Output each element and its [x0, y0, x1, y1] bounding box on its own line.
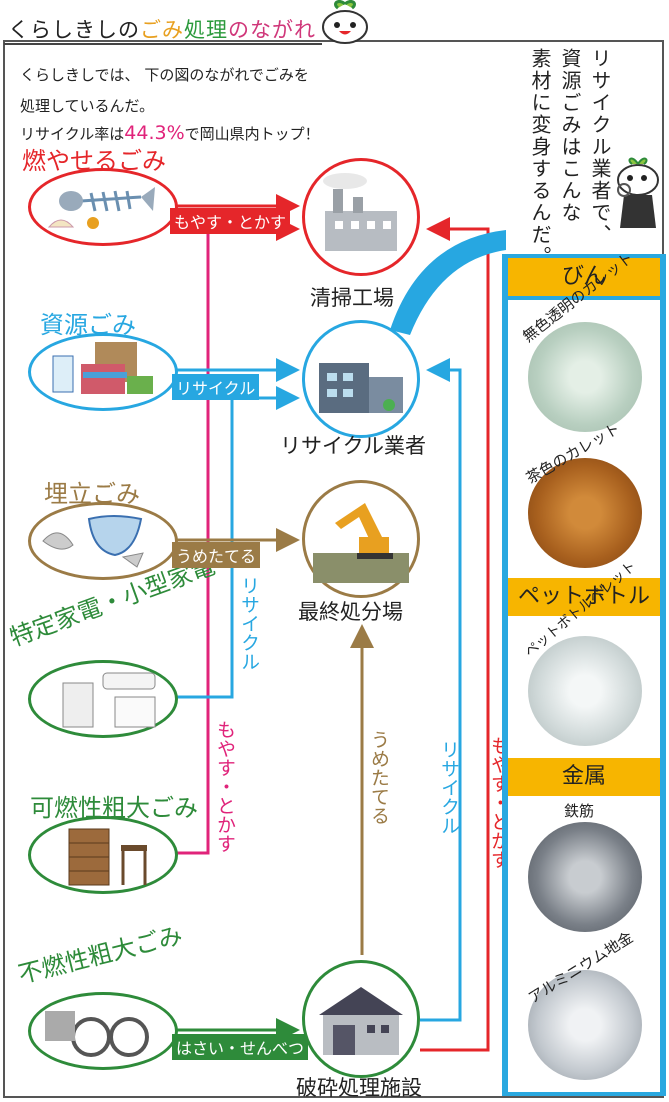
bicycle-scrap-icon — [45, 1011, 149, 1057]
facility-label-cleaning: 清掃工場 — [310, 286, 394, 310]
facility-cleaning-plant — [302, 158, 420, 276]
material-cullet-clear — [528, 322, 642, 432]
facility-label-crusher: 破砕処理施設 — [296, 1076, 422, 1100]
fish-bone-icon — [47, 187, 155, 229]
title-underline — [4, 43, 322, 45]
furniture-icon — [68, 828, 147, 886]
flow-label-recycle: リサイクル — [172, 374, 260, 400]
resource-items-icon — [52, 342, 153, 394]
material-header-metal: 金属 — [508, 758, 660, 796]
oval-bulky-burnable — [28, 816, 178, 894]
category-bulky-burnable: 可燃性粗大ごみ — [30, 794, 198, 822]
material-header-bin: びん — [508, 258, 660, 296]
material-header-pet: ペットボトル — [508, 578, 660, 616]
intro-line-1: くらしきしでは、 下の図のながれでごみを — [20, 66, 309, 84]
oval-landfill — [28, 502, 178, 580]
flow-label-crush-sort: はさい・せんべつ — [172, 1034, 309, 1060]
label-rebar: 鉄筋 — [564, 802, 595, 820]
category-resource: 資源ごみ — [40, 311, 136, 339]
facility-label-landfill: 最終処分場 — [298, 600, 403, 624]
flow-label-bulky-burn: もやす・とかす — [214, 720, 236, 853]
crushing-facility-icon — [319, 987, 403, 1055]
material-pet-pellet — [528, 636, 642, 746]
facility-label-recycler: リサイクル業者 — [280, 434, 426, 458]
side-note: リサイクル業者で、資源ごみはこんな素材に変身するんだ。 — [528, 48, 612, 268]
factory-icon — [323, 173, 397, 251]
appliances-icon — [62, 672, 156, 728]
category-landfill: 埋立ごみ — [44, 480, 140, 508]
recycle-rate: 44.3% — [124, 122, 185, 144]
material-cullet-brown — [528, 458, 642, 568]
flow-label-burn: もやす・とかす — [170, 208, 291, 234]
mascot-character-icon — [322, 0, 368, 44]
facility-landfill — [302, 480, 420, 598]
oval-bulky-nonburnable — [28, 992, 178, 1070]
broken-dishes-icon — [42, 515, 144, 568]
page-title: くらしきしのごみ処理のながれ — [8, 18, 316, 42]
recycle-company-icon — [319, 363, 403, 413]
oval-burnable — [28, 168, 178, 246]
excavator-landfill-icon — [313, 503, 409, 583]
flow-label-crush-bury: うめたてる — [368, 730, 390, 825]
intro-line-3: リサイクル率は44.3%で岡山県内トップ！ — [20, 122, 320, 144]
oval-appliance — [28, 660, 178, 738]
mascot-magnifier-icon — [617, 157, 659, 228]
intro-line-2: 処理しているんだ。 — [20, 97, 155, 115]
category-burnable: 燃やせるごみ — [22, 147, 166, 175]
facility-recycler — [302, 320, 420, 438]
material-rebar — [528, 822, 642, 932]
facility-crusher — [302, 960, 420, 1078]
material-aluminum — [528, 970, 642, 1080]
flow-label-bury: うめたてる — [172, 542, 261, 568]
oval-resource — [28, 333, 178, 411]
flow-label-crush-recycle: リサイクル — [438, 740, 460, 835]
flow-label-appliance-recycle: リサイクル — [238, 576, 260, 671]
